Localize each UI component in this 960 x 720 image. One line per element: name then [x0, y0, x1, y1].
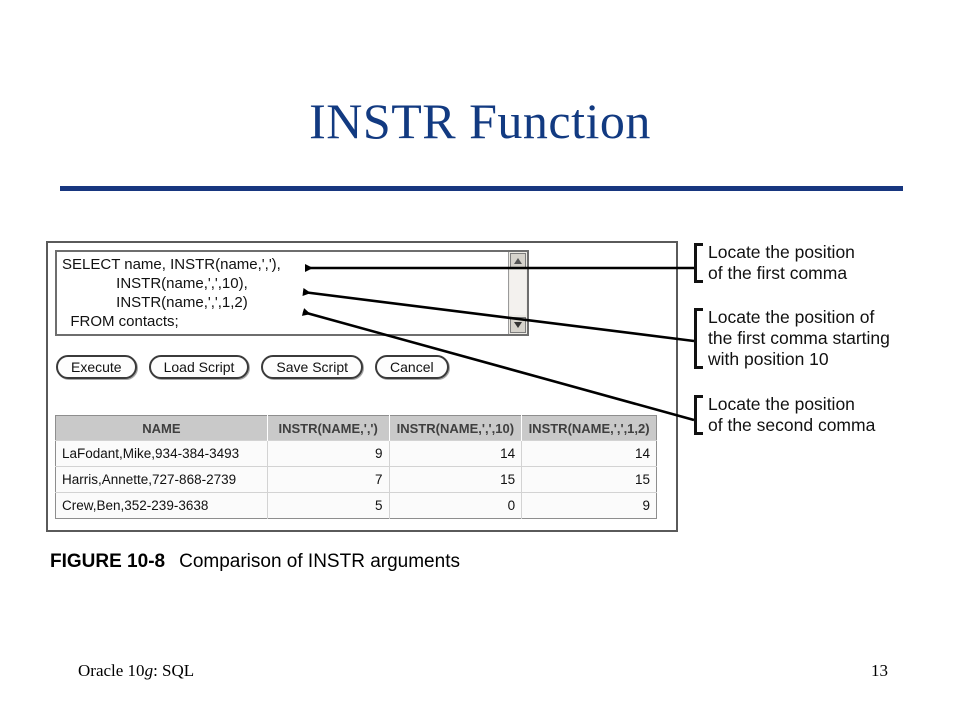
page-number: 13 [871, 661, 888, 680]
column-header-name[interactable]: NAME [55, 415, 268, 441]
column-header-instr-1[interactable]: INSTR(NAME,',') [267, 415, 390, 441]
column-header-instr-3[interactable]: INSTR(NAME,',',1,2) [521, 415, 657, 441]
figure-number: FIGURE 10-8 [50, 551, 166, 572]
table-header-row: NAME INSTR(NAME,',') INSTR(NAME,',',10) … [55, 415, 657, 441]
results-table: NAME INSTR(NAME,',') INSTR(NAME,',',10) … [55, 415, 657, 519]
table-row: Harris,Annette,727-868-2739 7 15 15 [55, 466, 657, 493]
scroll-up-icon[interactable] [510, 253, 526, 269]
cell-instr-2: 15 [389, 466, 523, 493]
action-button-row: Execute Load Script Save Script Cancel [56, 355, 449, 379]
figure-panel: SELECT name, INSTR(name,','), INSTR(name… [46, 241, 678, 532]
sql-editor[interactable]: SELECT name, INSTR(name,','), INSTR(name… [55, 250, 529, 336]
cell-instr-3: 15 [521, 466, 657, 493]
cell-instr-1: 7 [267, 466, 390, 493]
column-header-instr-2[interactable]: INSTR(NAME,',',10) [389, 415, 523, 441]
load-script-button[interactable]: Load Script [148, 355, 250, 379]
cell-instr-2: 0 [389, 492, 523, 519]
cell-instr-2: 14 [389, 440, 523, 467]
annotation-first-comma: Locate the position of the first comma [694, 242, 908, 284]
cell-name: Harris,Annette,727-868-2739 [55, 466, 268, 493]
cell-instr-1: 9 [267, 440, 390, 467]
footer-book-prefix: Oracle 10 [78, 661, 145, 680]
scrollbar-track[interactable] [510, 270, 526, 315]
footer-book-title: Oracle 10g: SQL [78, 661, 194, 681]
footer-book-version: g [144, 661, 154, 680]
table-row: LaFodant,Mike,934-384-3493 9 14 14 [55, 440, 657, 467]
annotation-first-comma-from-position-10: Locate the position of the first comma s… [694, 307, 936, 370]
cell-instr-1: 5 [267, 492, 390, 519]
execute-button[interactable]: Execute [56, 355, 137, 379]
figure-caption: FIGURE 10-8 Comparison of INSTR arguments [50, 551, 460, 573]
title-divider [60, 186, 903, 191]
cell-name: Crew,Ben,352-239-3638 [55, 492, 268, 519]
scroll-down-icon[interactable] [510, 317, 526, 333]
table-row: Crew,Ben,352-239-3638 5 0 9 [55, 492, 657, 519]
cell-name: LaFodant,Mike,934-384-3493 [55, 440, 268, 467]
cell-instr-3: 14 [521, 440, 657, 467]
page-title: INSTR Function [309, 93, 651, 149]
annotation-second-comma: Locate the position of the second comma [694, 394, 916, 436]
cancel-button[interactable]: Cancel [375, 355, 449, 379]
save-script-button[interactable]: Save Script [261, 355, 364, 379]
footer-book-suffix: : SQL [153, 661, 195, 680]
editor-vertical-scrollbar[interactable] [508, 252, 527, 334]
cell-instr-3: 9 [521, 492, 657, 519]
figure-caption-text: Comparison of INSTR arguments [179, 551, 460, 572]
sql-query-text[interactable]: SELECT name, INSTR(name,','), INSTR(name… [62, 256, 281, 330]
